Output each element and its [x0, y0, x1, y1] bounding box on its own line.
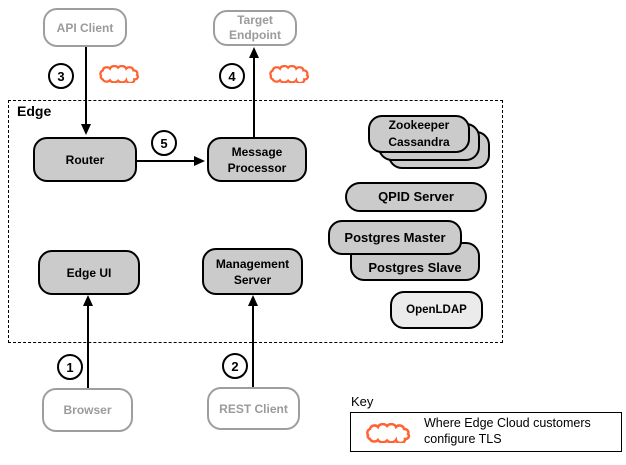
node-router: Router [33, 137, 137, 182]
node-rest-client: REST Client [207, 387, 300, 430]
step-4-number: 4 [228, 68, 236, 84]
node-rest-client-label: REST Client [219, 401, 288, 416]
node-target-endpoint: Target Endpoint [213, 10, 297, 46]
node-zookeeper-cassandra: Zookeeper Cassandra [368, 115, 470, 153]
node-qpid-server: QPID Server [345, 182, 487, 212]
node-router-label: Router [65, 152, 105, 167]
tls-cloud-icon-key [366, 423, 411, 443]
step-5-badge: 5 [151, 130, 177, 156]
node-zookeeper-label: Zookeeper [388, 118, 450, 132]
node-edge-ui: Edge UI [38, 250, 140, 295]
key-title: Key [351, 394, 374, 409]
node-edge-ui-label: Edge UI [66, 265, 112, 280]
step-2-badge: 2 [222, 353, 248, 379]
tls-cloud-icon-target [269, 65, 309, 83]
node-message-processor: Message Processor [207, 137, 307, 182]
edge-container: Edge [8, 100, 503, 343]
node-postgres-slave-label: Postgres Slave [368, 259, 462, 275]
node-openldap-label: OpenLDAP [406, 304, 467, 316]
node-management-server-label: Management Server [215, 256, 290, 287]
step-3-badge: 3 [48, 63, 74, 89]
node-api-client-label: API Client [56, 20, 114, 35]
key-cloud-description: Where Edge Cloud customers configure TLS [424, 416, 591, 446]
step-3-number: 3 [57, 68, 65, 84]
node-qpid-server-label: QPID Server [378, 189, 454, 204]
step-4-badge: 4 [219, 63, 245, 89]
node-openldap: OpenLDAP [390, 291, 483, 329]
step-1-badge: 1 [57, 354, 83, 380]
step-2-number: 2 [231, 358, 239, 374]
node-api-client: API Client [43, 8, 127, 47]
node-management-server: Management Server [202, 248, 303, 295]
node-postgres-master: Postgres Master [328, 220, 462, 255]
node-browser-label: Browser [63, 403, 112, 417]
node-postgres-master-label: Postgres Master [344, 229, 446, 245]
edge-container-label: Edge [17, 103, 52, 119]
tls-cloud-icon-router [99, 65, 139, 83]
node-message-processor-label: Message Processor [227, 144, 287, 175]
node-target-endpoint-label: Target Endpoint [229, 13, 281, 42]
step-1-number: 1 [66, 359, 74, 375]
node-browser: Browser [42, 388, 133, 432]
node-cassandra-label: Cassandra [388, 135, 450, 149]
step-5-number: 5 [160, 135, 168, 151]
